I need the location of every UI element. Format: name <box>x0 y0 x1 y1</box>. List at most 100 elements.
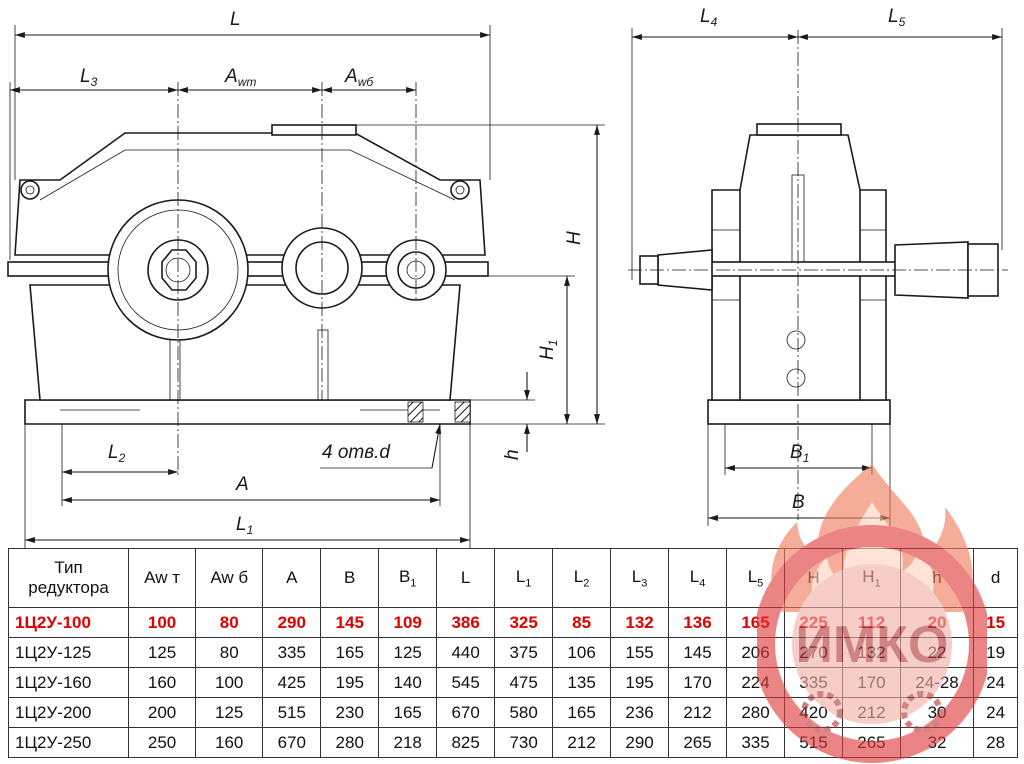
header-b1: B1 <box>378 548 438 608</box>
cell-a: 335 <box>262 637 322 668</box>
cell-h-big: 225 <box>783 607 843 638</box>
cell-l2: 165 <box>552 697 612 728</box>
dim-label-A: A <box>235 474 249 495</box>
cell-b1: 218 <box>378 727 438 758</box>
front-dimensions <box>9 25 605 548</box>
cell-h-big: 420 <box>783 697 843 728</box>
cell-l: 440 <box>436 637 496 668</box>
cell-l: 670 <box>436 697 496 728</box>
header-l: L <box>436 548 496 608</box>
cell-l: 545 <box>436 667 496 698</box>
cell-h-big: 335 <box>783 667 843 698</box>
cell-h-big: 270 <box>783 637 843 668</box>
cell-awb: 80 <box>195 637 264 668</box>
cell-b1: 125 <box>378 637 438 668</box>
table-row: 1Ц2У-200 200 125 515 230 165 670 580 165… <box>7 697 1018 728</box>
cell-awb: 100 <box>195 667 264 698</box>
dim-label-holes: 4 отв.d <box>322 442 391 463</box>
cell-awt: 160 <box>128 667 197 698</box>
dim-label-Awt: Awт <box>224 66 256 89</box>
header-l2: L2 <box>552 548 612 608</box>
cell-d: 28 <box>973 727 1018 758</box>
cell-l5: 165 <box>726 607 785 638</box>
cell-l4: 212 <box>668 697 728 728</box>
cell-awb: 80 <box>195 607 264 638</box>
dim-label-L3: L3 <box>80 66 98 89</box>
cell-h1: 265 <box>841 727 901 758</box>
header-l4: L4 <box>668 548 728 608</box>
cell-h1: 112 <box>841 607 901 638</box>
cell-b1: 109 <box>378 607 438 638</box>
header-b: B <box>320 548 380 608</box>
cell-a: 515 <box>262 697 322 728</box>
cell-l: 825 <box>436 727 496 758</box>
cell-h1: 212 <box>841 697 901 728</box>
dim-label-L5: L5 <box>888 6 906 29</box>
cell-awb: 125 <box>195 697 264 728</box>
cell-l2: 212 <box>552 727 612 758</box>
table-row: 1Ц2У-250 250 160 670 280 218 825 730 212… <box>7 727 1018 758</box>
cell-l4: 170 <box>668 667 728 698</box>
cell-l: 386 <box>436 607 496 638</box>
header-h-big: H <box>783 548 843 608</box>
header-h1: H1 <box>841 548 901 608</box>
cell-l2: 85 <box>552 607 612 638</box>
cell-a: 425 <box>262 667 322 698</box>
cell-b: 165 <box>320 637 380 668</box>
cell-l1: 325 <box>494 607 554 638</box>
cell-l5: 335 <box>726 727 785 758</box>
cell-h-small: 32 <box>899 727 975 758</box>
cell-b1: 165 <box>378 697 438 728</box>
cell-d: 19 <box>973 637 1018 668</box>
cell-awb: 160 <box>195 727 264 758</box>
cell-l4: 136 <box>668 607 728 638</box>
dim-label-h: h <box>502 449 523 460</box>
cell-b: 280 <box>320 727 380 758</box>
cell-b1: 140 <box>378 667 438 698</box>
cell-type: 1Ц2У-200 <box>7 697 130 728</box>
header-l5: L5 <box>726 548 785 608</box>
cell-h-small: 24-28 <box>899 667 975 698</box>
cell-b: 230 <box>320 697 380 728</box>
cell-a: 670 <box>262 727 322 758</box>
dim-label-L4: L4 <box>700 6 718 29</box>
dim-label-B: B <box>792 492 805 513</box>
cell-l5: 206 <box>726 637 785 668</box>
cell-l3: 290 <box>610 727 670 758</box>
table-row: 1Ц2У-160 160 100 425 195 140 545 475 135… <box>7 667 1018 698</box>
header-l1: L1 <box>494 548 554 608</box>
cell-h-small: 30 <box>899 697 975 728</box>
cell-l3: 195 <box>610 667 670 698</box>
dim-label-Awb: Awб <box>344 66 374 89</box>
cell-l3: 155 <box>610 637 670 668</box>
cell-h-small: 20 <box>899 607 975 638</box>
cell-l1: 730 <box>494 727 554 758</box>
dim-label-L1: L1 <box>236 514 253 537</box>
cell-b: 195 <box>320 667 380 698</box>
cell-l1: 580 <box>494 697 554 728</box>
cell-l4: 145 <box>668 637 728 668</box>
cell-d: 24 <box>973 667 1018 698</box>
cell-type: 1Ц2У-125 <box>7 637 130 668</box>
cell-l5: 224 <box>726 667 785 698</box>
side-view <box>628 30 1008 520</box>
header-d: d <box>973 548 1018 608</box>
cell-h1: 170 <box>841 667 901 698</box>
dim-label-L: L <box>230 9 241 30</box>
cell-a: 290 <box>262 607 322 638</box>
cell-d: 24 <box>973 697 1018 728</box>
header-awt: Aw т <box>128 548 197 608</box>
header-h-small: h <box>899 548 975 608</box>
cell-l2: 135 <box>552 667 612 698</box>
cell-d: 15 <box>973 607 1018 638</box>
cell-l2: 106 <box>552 637 612 668</box>
dim-label-H: H <box>564 231 585 245</box>
cell-type: 1Ц2У-250 <box>7 727 130 758</box>
table-row: 1Ц2У-125 125 80 335 165 125 440 375 106 … <box>7 637 1018 668</box>
cell-l4: 265 <box>668 727 728 758</box>
cell-l5: 280 <box>726 697 785 728</box>
gearbox-drawing: L L3 Awт Awб H H1 h L2 4 отв.d A L1 <box>7 6 1008 548</box>
